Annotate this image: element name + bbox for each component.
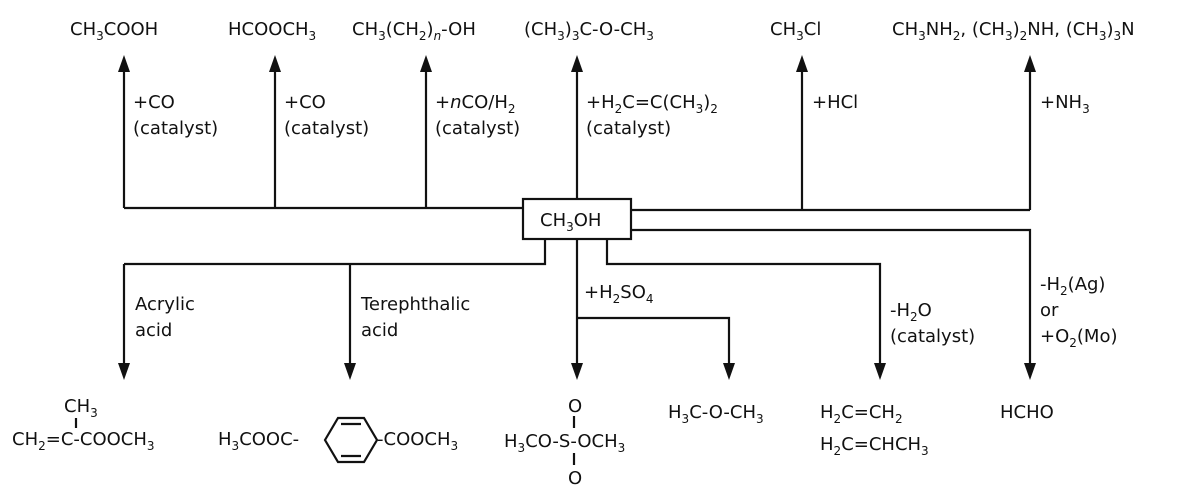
product-mma: CH2=C-COOCH3 bbox=[12, 429, 155, 453]
arrowhead-alcohols bbox=[420, 55, 432, 72]
reagent-terephthalic-acid-2: acid bbox=[361, 320, 398, 341]
methanol-label: CH3OH bbox=[540, 210, 601, 234]
arrowhead-dms bbox=[571, 363, 583, 380]
reagent-oxidation: +O2(Mo) bbox=[1040, 326, 1117, 350]
reagent-co-1-catalyst: (catalyst) bbox=[133, 118, 218, 139]
product-methyl-chloride: CH3Cl bbox=[770, 19, 821, 43]
product-ethylene: H2C=CH2 bbox=[820, 402, 903, 426]
product-methylamines: CH3NH2, (CH3)2NH, (CH3)3N bbox=[892, 19, 1135, 43]
reagent-nh3: +NH3 bbox=[1040, 92, 1090, 116]
reagent-terephthalic-acid: Terephthalic bbox=[360, 294, 470, 315]
reagent-nco-h2: +nCO/H2 bbox=[435, 92, 516, 116]
reagent-isobutylene-catalyst: (catalyst) bbox=[586, 118, 671, 139]
product-dmt-right: -COOCH3 bbox=[377, 429, 458, 453]
product-formaldehyde: HCHO bbox=[1000, 402, 1054, 423]
line-to-left-branches bbox=[124, 239, 547, 266]
product-propylene: H2C=CHCH3 bbox=[820, 434, 929, 458]
arrowhead-dme bbox=[723, 363, 735, 380]
product-alcohols: CH3(CH2)n-OH bbox=[352, 19, 476, 43]
arrowhead-mtbe bbox=[571, 55, 583, 72]
arrowhead-methylamines bbox=[1024, 55, 1036, 72]
product-methyl-formate: HCOOCH3 bbox=[228, 19, 316, 43]
product-mma-methyl: CH3 bbox=[64, 396, 98, 420]
product-dms: H3CO-S-OCH3 bbox=[504, 431, 625, 455]
reagent-acrylic-acid-2: acid bbox=[135, 320, 172, 341]
arrowhead-methyl-chloride bbox=[796, 55, 808, 72]
arrowhead-formaldehyde bbox=[1024, 363, 1036, 380]
product-dme: H3C-O-CH3 bbox=[668, 402, 764, 426]
reagent-co-1: +CO bbox=[133, 92, 175, 113]
reagent-isobutylene: +H2C=C(CH3)2 bbox=[586, 92, 718, 116]
reagent-nco-catalyst: (catalyst) bbox=[435, 118, 520, 139]
reagent-dehydration: -H2O bbox=[890, 300, 932, 324]
methanol-box bbox=[521, 197, 633, 241]
reagent-dehydration-catalyst: (catalyst) bbox=[890, 326, 975, 347]
arrowhead-mma bbox=[118, 363, 130, 380]
arrowhead-methyl-formate bbox=[269, 55, 281, 72]
arrowhead-acetic-acid bbox=[118, 55, 130, 72]
line-to-olefins bbox=[605, 239, 882, 365]
reagent-acrylic-acid: Acrylic bbox=[135, 294, 195, 315]
benzene-ring bbox=[323, 416, 379, 464]
reagent-co-2: +CO bbox=[284, 92, 326, 113]
product-mtbe: (CH3)3C-O-CH3 bbox=[524, 19, 654, 43]
line-to-formaldehyde bbox=[631, 228, 1032, 365]
product-acetic-acid: CH3COOH bbox=[70, 19, 158, 43]
arrowhead-dmt bbox=[344, 363, 356, 380]
line-to-dme bbox=[577, 316, 731, 365]
arrowhead-olefins bbox=[874, 363, 886, 380]
reagent-co-2-catalyst: (catalyst) bbox=[284, 118, 369, 139]
reagent-or: or bbox=[1040, 300, 1059, 321]
reagent-h2so4: +H2SO4 bbox=[584, 282, 654, 306]
reagent-hcl: +HCl bbox=[812, 92, 858, 113]
dms-oxygen-top: O bbox=[568, 396, 582, 417]
dms-oxygen-bottom: O bbox=[568, 468, 582, 487]
product-dmt-left: H3COOC- bbox=[218, 429, 299, 453]
reagent-dehydrogenation: -H2(Ag) bbox=[1040, 274, 1105, 298]
